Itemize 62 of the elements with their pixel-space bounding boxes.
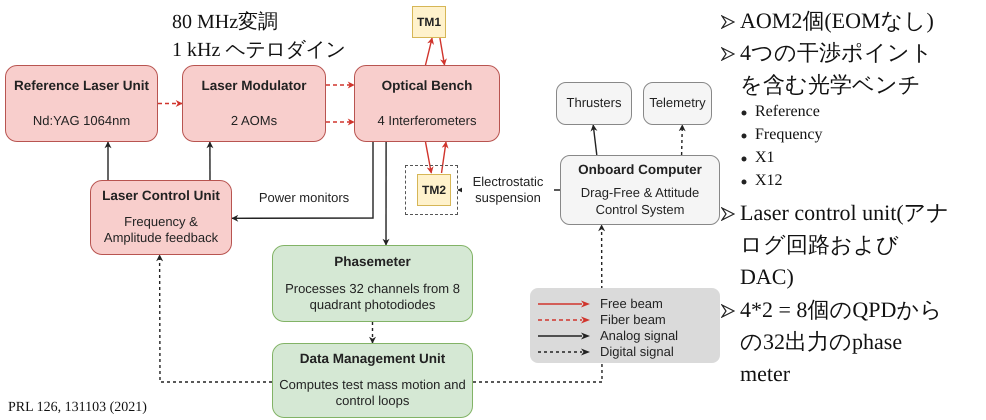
arrow bbox=[439, 38, 447, 66]
module-label: TM1 bbox=[417, 14, 441, 30]
unit-box bbox=[5, 65, 158, 142]
list-item: X1 bbox=[755, 148, 776, 168]
arrow bbox=[158, 100, 183, 107]
bullet-text: AOM2個(EOMなし) bbox=[740, 7, 935, 35]
annotation: 80 MHz変調 bbox=[172, 10, 280, 35]
arrow bbox=[231, 142, 374, 222]
test-mass-box bbox=[417, 174, 451, 206]
unit-box bbox=[560, 155, 720, 225]
bullet-text: 4つの干渉ポイントを含む光学ベンチ bbox=[740, 39, 934, 99]
unit-title: Optical Bench bbox=[382, 78, 472, 95]
list-item: Reference bbox=[755, 102, 821, 122]
unit-description: Computes test mass motion and control loops bbox=[278, 377, 467, 410]
legend-label: Analog signal bbox=[600, 328, 678, 343]
arrow bbox=[156, 254, 272, 383]
arrow bbox=[206, 141, 214, 180]
unit-title: Data Management Unit bbox=[300, 351, 446, 368]
arrow bbox=[678, 124, 686, 156]
unit-description: Nd:YAG 1064nm bbox=[32, 112, 130, 130]
unit-box bbox=[90, 180, 232, 255]
citation: PRL 126, 131103 (2021) bbox=[8, 399, 148, 417]
module-label: Thrusters bbox=[566, 95, 622, 112]
bullet-text: Laser control unit(アナログ回路およびDAC) bbox=[740, 199, 951, 291]
unit-description: Processes 32 channels from 8 quadrant photodiodes bbox=[284, 280, 461, 314]
module-label: TM2 bbox=[422, 182, 446, 198]
unit-box bbox=[556, 82, 632, 125]
arrow bbox=[104, 141, 112, 180]
unit-title: Onboard Computer bbox=[578, 162, 702, 180]
edge-label: Power monitors bbox=[258, 190, 350, 206]
edge-label: Electrostatic suspension bbox=[462, 174, 554, 206]
arrow bbox=[424, 37, 434, 66]
arrow bbox=[326, 82, 355, 88]
unit-description: Drag-Free & Attitude Control System bbox=[580, 185, 700, 218]
module-label: Telemetry bbox=[649, 95, 706, 112]
test-mass-box bbox=[412, 6, 446, 38]
unit-description: 2 AOMs bbox=[230, 112, 278, 130]
legend-label: Free beam bbox=[600, 296, 663, 311]
unit-box bbox=[272, 245, 473, 322]
list-item: Frequency bbox=[755, 125, 824, 145]
unit-description: 4 Interferometers bbox=[378, 112, 476, 130]
unit-title: Laser Control Unit bbox=[102, 188, 220, 206]
legend-label: Fiber beam bbox=[600, 312, 666, 327]
unit-title: Phasemeter bbox=[334, 254, 411, 271]
unit-box bbox=[354, 65, 500, 142]
unit-title: Reference Laser Unit bbox=[14, 78, 150, 95]
unit-box bbox=[643, 82, 712, 125]
arrow bbox=[369, 322, 376, 344]
arrow bbox=[424, 142, 434, 174]
arrow bbox=[440, 141, 449, 174]
dashed-frame bbox=[405, 165, 458, 215]
list-item: X12 bbox=[755, 171, 784, 191]
legend-label: Digital signal bbox=[600, 344, 674, 359]
unit-description: Frequency & Amplitude feedback bbox=[102, 214, 220, 247]
arrow bbox=[382, 142, 390, 246]
unit-box bbox=[182, 65, 326, 142]
arrow bbox=[326, 118, 355, 126]
unit-title: Laser Modulator bbox=[201, 78, 306, 95]
unit-box bbox=[272, 343, 473, 418]
annotation: 1 kHz ヘテロダイン bbox=[172, 38, 346, 63]
arrow bbox=[590, 124, 598, 156]
bullet-text: 4*2 = 8個のQPDからの32出力のphase meter bbox=[740, 296, 944, 388]
